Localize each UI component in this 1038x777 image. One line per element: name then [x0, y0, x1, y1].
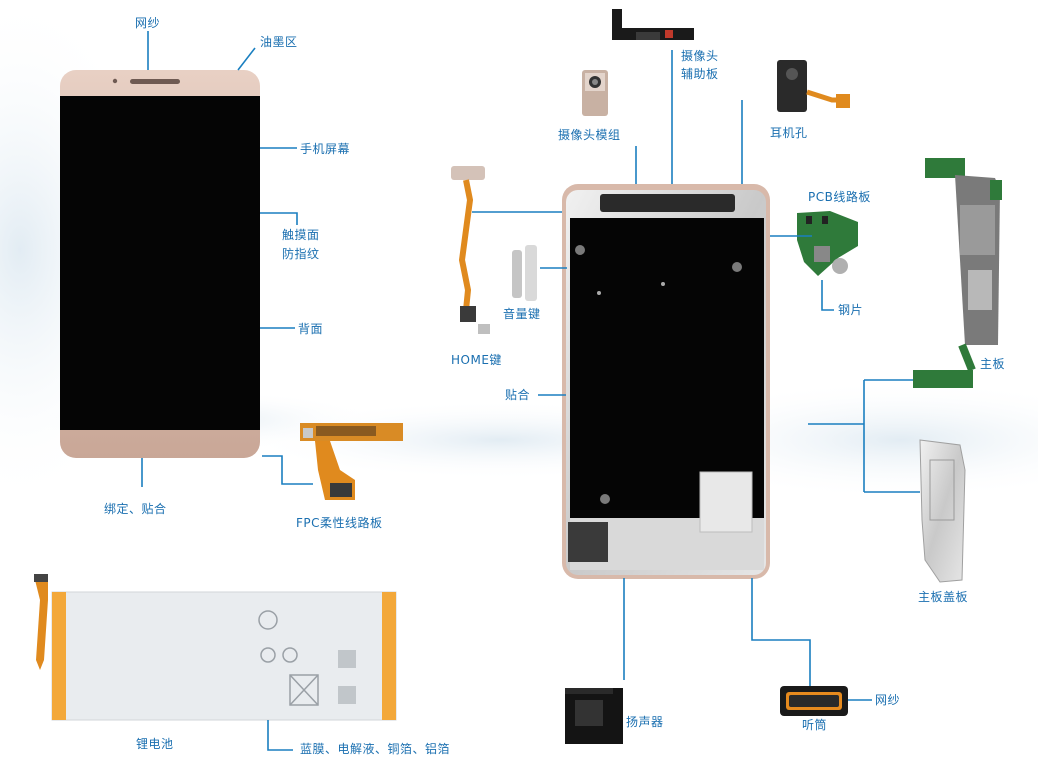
- label-steel-sheet: 钢片: [838, 303, 864, 317]
- phone-middle-frame: [562, 184, 770, 579]
- front-camera-dot: [112, 78, 118, 84]
- receiver: [780, 686, 848, 716]
- label-battery-materials: 蓝膜、电解液、铜箔、铝箔: [300, 742, 451, 756]
- label-earphone-jack: 耳机孔: [770, 126, 808, 140]
- volume-key: [512, 245, 537, 301]
- label-camera-board-line2: 辅助板: [681, 67, 719, 81]
- phone-front: [60, 70, 260, 458]
- fpc-flex-board: [300, 423, 403, 500]
- camera-module: [582, 70, 608, 116]
- label-main-board-cover: 主板盖板: [918, 590, 969, 604]
- label-mesh-top: 网纱: [135, 16, 161, 30]
- label-receiver: 听筒: [802, 718, 828, 732]
- label-anti-fingerprint: 防指纹: [282, 247, 320, 261]
- label-mesh-right: 网纱: [875, 693, 901, 707]
- earpiece-mesh: [130, 79, 180, 84]
- home-key-flex: [451, 166, 490, 334]
- label-home-key: HOME键: [451, 353, 502, 367]
- label-paste: 贴合: [505, 388, 531, 402]
- earphone-jack: [777, 60, 850, 112]
- label-speaker: 扬声器: [626, 715, 664, 729]
- label-camera-module: 摄像头模组: [558, 128, 621, 142]
- label-camera-board-line1: 摄像头: [681, 49, 719, 63]
- main-board: [913, 158, 1002, 388]
- label-volume-key: 音量键: [503, 307, 541, 321]
- label-phone-screen: 手机屏幕: [300, 142, 351, 156]
- label-touch-surface: 触摸面: [282, 228, 320, 242]
- camera-aux-board: [612, 9, 694, 40]
- label-fpc: FPC柔性线路板: [296, 516, 383, 530]
- label-battery: 锂电池: [136, 737, 174, 751]
- main-board-cover: [919, 439, 966, 583]
- label-ink-area: 油墨区: [260, 35, 298, 49]
- pcb-board: [797, 211, 858, 276]
- label-back: 背面: [298, 322, 324, 336]
- speaker: [565, 688, 623, 744]
- label-main-board: 主板: [980, 357, 1006, 371]
- leader-lines: [141, 31, 920, 751]
- label-pcb: PCB线路板: [808, 190, 871, 204]
- label-bind-paste: 绑定、贴合: [104, 502, 167, 516]
- battery: [34, 574, 397, 721]
